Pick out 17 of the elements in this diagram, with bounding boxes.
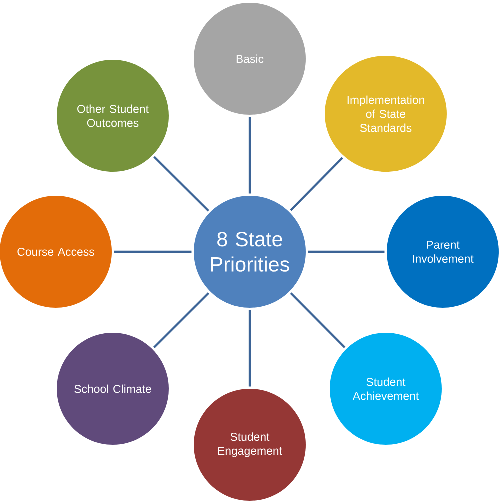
- connector-line: [153, 292, 210, 349]
- circle-node: Parent Involvement: [387, 196, 499, 308]
- connector-line: [248, 310, 252, 387]
- hub-circle-node: 8 State Priorities: [194, 196, 306, 308]
- ellipse-node: Implementation of State Standards: [325, 56, 447, 172]
- circle-node: Basic: [194, 3, 306, 115]
- circle-node: Course Access: [0, 196, 112, 308]
- circle-node: Other Student Outcomes: [57, 60, 169, 172]
- connector-line: [290, 292, 346, 348]
- connector-line: [114, 250, 192, 254]
- connector-line: [248, 117, 252, 194]
- connector-line: [308, 250, 385, 254]
- connector-line: [290, 157, 344, 212]
- connector-line: [154, 156, 210, 212]
- circle-node: Student Engagement: [194, 389, 306, 501]
- circle-node: School Climate: [57, 333, 169, 445]
- circle-node: Student Achievement: [330, 333, 442, 445]
